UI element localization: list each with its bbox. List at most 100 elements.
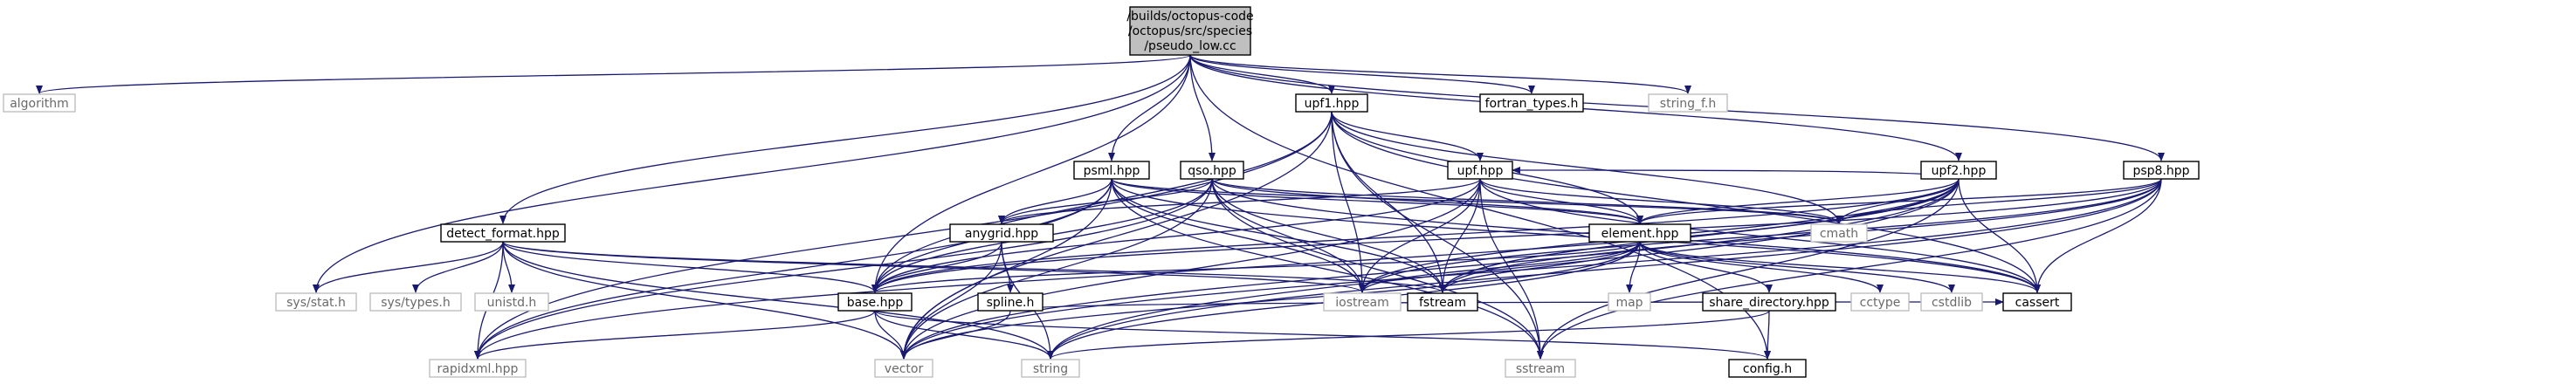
edge-element-to-vector	[900, 241, 1641, 360]
node-label: algorithm	[10, 97, 69, 111]
edge-upf2-to-sstream	[1537, 178, 1960, 360]
edge-element-to-cassert	[1639, 241, 2041, 293]
node-label: share_directory.hpp	[1709, 296, 1829, 310]
root-path-line-1: /builds/octopus-code	[1126, 10, 1253, 24]
node-label: string_f.h	[1660, 97, 1716, 111]
node-psp8[interactable]: psp8.hpp	[2123, 161, 2200, 180]
node-rapidxml: rapidxml.hpp	[429, 359, 527, 378]
node-sstream: sstream	[1505, 359, 1576, 378]
edge-psml-to-element	[1111, 178, 1643, 224]
edge-detect-format-to-sys-types	[412, 241, 504, 293]
edge-upf2-to-upf	[1512, 167, 1960, 180]
node-label: rapidxml.hpp	[437, 362, 519, 376]
edge-upf2-to-base	[871, 178, 1960, 293]
node-label: string	[1033, 362, 1068, 376]
edge-psml-to-cmath	[1111, 178, 1842, 224]
edge-detect-format-to-string	[502, 241, 1054, 360]
node-config[interactable]: config.h	[1728, 359, 1807, 378]
node-unistd: unistd.h	[474, 292, 549, 312]
node-cassert[interactable]: cassert	[2002, 292, 2072, 312]
edge-upf-to-element	[1479, 178, 1643, 224]
node-label: cmath	[1820, 227, 1858, 241]
node-label: base.hpp	[847, 296, 904, 310]
edge-qso-to-cmath	[1211, 178, 1842, 224]
edge-upf-to-anygrid	[998, 178, 1481, 224]
node-label: sstream	[1516, 362, 1565, 376]
edge-upf2-to-cassert	[1958, 178, 2041, 293]
edge-upf1-to-vector	[900, 111, 1333, 360]
edge-upf2-to-element	[1636, 178, 1960, 224]
node-base[interactable]: base.hpp	[837, 292, 913, 312]
node-label: qso.hpp	[1188, 164, 1236, 178]
edge-root-to-psml	[1108, 54, 1191, 161]
node-label: upf.hpp	[1457, 164, 1504, 178]
node-label: map	[1615, 296, 1643, 310]
root-path-line-3: /pseudo_low.cc	[1144, 39, 1236, 53]
node-label: sys/types.h	[381, 296, 450, 310]
node-cstdlib: cstdlib	[1920, 292, 1983, 312]
node-upf[interactable]: upf.hpp	[1447, 161, 1513, 180]
node-label: iostream	[1335, 296, 1389, 310]
edge-qso-to-sstream	[1211, 178, 1544, 360]
edge-root-to-base	[871, 54, 1191, 293]
edge-base-to-rapidxml	[474, 310, 876, 360]
edge-root-to-detect-format	[499, 54, 1191, 224]
edge-element-to-base	[871, 241, 1641, 293]
node-pseudo-low-cc[interactable]: /builds/octopus-code /octopus/src/specie…	[1126, 6, 1254, 56]
node-anygrid[interactable]: anygrid.hpp	[949, 223, 1054, 243]
node-label: config.h	[1743, 362, 1792, 376]
edge-element-to-iostream	[1359, 241, 1641, 293]
edge-qso-to-iostream	[1211, 178, 1366, 293]
node-label: spline.h	[987, 296, 1035, 310]
node-fstream[interactable]: fstream	[1407, 292, 1478, 312]
node-label: psp8.hpp	[2132, 164, 2189, 178]
edge-psml-to-vector	[900, 178, 1112, 360]
edge-upf1-to-sstream	[1331, 111, 1544, 360]
edge-root-to-sys-stat	[313, 54, 1191, 293]
node-label: sys/stat.h	[286, 296, 346, 310]
edge-detect-format-to-unistd	[502, 241, 515, 293]
node-fortran-types[interactable]: fortran_types.h	[1479, 93, 1584, 113]
dependency-edges	[36, 54, 2165, 360]
node-label: element.hpp	[1601, 227, 1679, 241]
node-upf1[interactable]: upf1.hpp	[1295, 93, 1368, 113]
node-spline[interactable]: spline.h	[977, 292, 1043, 312]
edge-detect-format-to-sys-stat	[313, 241, 504, 293]
edge-qso-to-element	[1211, 178, 1643, 224]
edge-detect-format-to-base	[502, 241, 878, 293]
edge-root-to-qso	[1189, 54, 1216, 161]
node-psml[interactable]: psml.hpp	[1073, 161, 1150, 180]
edge-root-to-algorithm	[36, 54, 1191, 94]
root-path-line-2: /octopus/src/species	[1128, 24, 1252, 38]
node-label: cctype	[1860, 296, 1901, 310]
node-upf2[interactable]: upf2.hpp	[1920, 161, 1997, 180]
node-cmath: cmath	[1810, 223, 1868, 243]
node-label: fortran_types.h	[1485, 97, 1579, 111]
edge-share-directory-to-string	[1047, 310, 1770, 360]
node-label: upf1.hpp	[1305, 97, 1360, 111]
node-vector: vector	[874, 359, 933, 378]
edge-psp8-to-iostream	[1359, 178, 2162, 293]
node-sys-types: sys/types.h	[369, 292, 462, 312]
node-qso[interactable]: qso.hpp	[1180, 161, 1244, 180]
edge-psp8-to-vector	[900, 178, 2162, 360]
edge-anygrid-to-base	[871, 241, 1002, 293]
edge-base-to-string	[874, 310, 1054, 360]
node-sys-stat: sys/stat.h	[275, 292, 357, 312]
edge-upf-to-base	[871, 178, 1481, 293]
node-element[interactable]: element.hpp	[1588, 223, 1691, 243]
edge-upf2-to-string	[1047, 178, 1960, 360]
node-detect-format[interactable]: detect_format.hpp	[440, 223, 566, 243]
edge-element-to-fstream	[1439, 241, 1641, 293]
edge-root-to-upf1	[1189, 54, 1335, 94]
edge-psp8-to-element	[1636, 178, 2162, 224]
edge-detect-format-to-iostream	[502, 241, 1366, 293]
node-label: detect_format.hpp	[446, 227, 560, 241]
edge-psp8-to-sstream	[1537, 178, 2162, 360]
node-label: vector	[885, 362, 924, 376]
edge-psml-to-sstream	[1111, 178, 1544, 360]
node-label: cstdlib	[1932, 296, 1972, 310]
edge-psp8-to-string	[1047, 178, 2162, 360]
node-share-directory[interactable]: share_directory.hpp	[1702, 292, 1836, 312]
edge-upf1-to-rapidxml	[474, 111, 1333, 360]
